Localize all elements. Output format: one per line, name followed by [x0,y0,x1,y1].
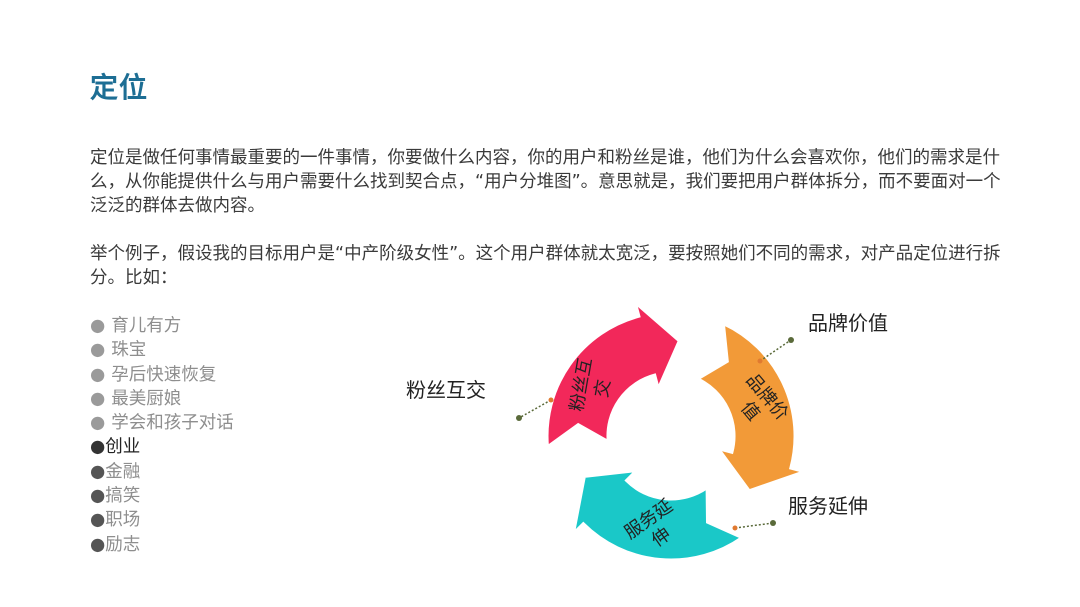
list-item: ●金融 [90,460,234,484]
page-title: 定位 [90,71,149,104]
fan-interaction-label: 粉丝互交 [406,378,486,402]
list-item: ●孕后快速恢复 [90,363,234,387]
bullet-icon: ● [90,534,106,555]
service-connector-line [734,522,774,529]
service-connector-start-dot [732,525,738,531]
fan-interaction-arrow [545,298,682,450]
fans-connector-start-dot [548,397,554,403]
list-item: ●励志 [90,533,234,557]
example-paragraph: 举个例子，假设我的目标用户是“中产阶级女性”。这个用户群体就太宽泛，要按照她们不… [90,244,1001,288]
list-item-label: 学会和孩子对话 [111,413,234,434]
list-item: ●育儿有方 [90,314,234,338]
bullet-icon: ● [90,413,106,434]
service-extension-label: 服务延伸 [788,494,868,518]
connector-lines [516,337,794,531]
list-item-label: 金融 [105,461,141,482]
list-item: ●职场 [90,508,234,532]
brand-connector-end-dot [788,337,794,343]
service-extension-arrow [571,468,746,562]
list-item: ●搞笑 [90,484,234,508]
brand-connector-line [759,339,792,362]
fans-connector-end-dot [516,415,522,421]
arrow-text-line: 交 [591,378,615,399]
bullet-icon: ● [90,316,106,336]
bullet-icon: ● [90,388,106,409]
bullet-icon: ● [90,510,106,531]
list-item-label: 珠宝 [111,340,147,361]
list-item-label: 育儿有方 [111,316,182,336]
list-item-label: 创业 [105,437,141,458]
list-item-label: 职场 [105,510,141,531]
intro-paragraph: 定位是做任何事情最重要的一件事情，你要做什么内容，你的用户和粉丝是谁，他们为什么… [90,148,1001,216]
list-item-label: 励志 [105,534,141,555]
list-item-label: 搞笑 [105,486,141,507]
list-item: ●最美厨娘 [90,387,234,411]
list-item: ●创业 [90,435,234,459]
bullet-icon: ● [90,340,106,361]
fans-connector-line [518,399,552,419]
bullet-icon: ● [90,437,106,458]
segment-list: ●育儿有方 ●珠宝 ●孕后快速恢复 ●最美厨娘 ●学会和孩子对话 ●创业 ●金融… [90,314,234,557]
bullet-icon: ● [90,461,106,482]
bullet-icon: ● [90,486,106,507]
list-item: ●珠宝 [90,338,234,362]
bullet-icon: ● [90,364,106,385]
list-item: ●学会和孩子对话 [90,411,234,435]
list-item-label: 最美厨娘 [111,388,182,409]
brand-value-label: 品牌价值 [808,311,888,335]
list-item-label: 孕后快速恢复 [111,364,217,385]
brand-connector-start-dot [757,358,763,364]
service-connector-end-dot [770,520,776,526]
brand-value-arrow [694,321,810,493]
cycle-arrows [545,298,810,562]
